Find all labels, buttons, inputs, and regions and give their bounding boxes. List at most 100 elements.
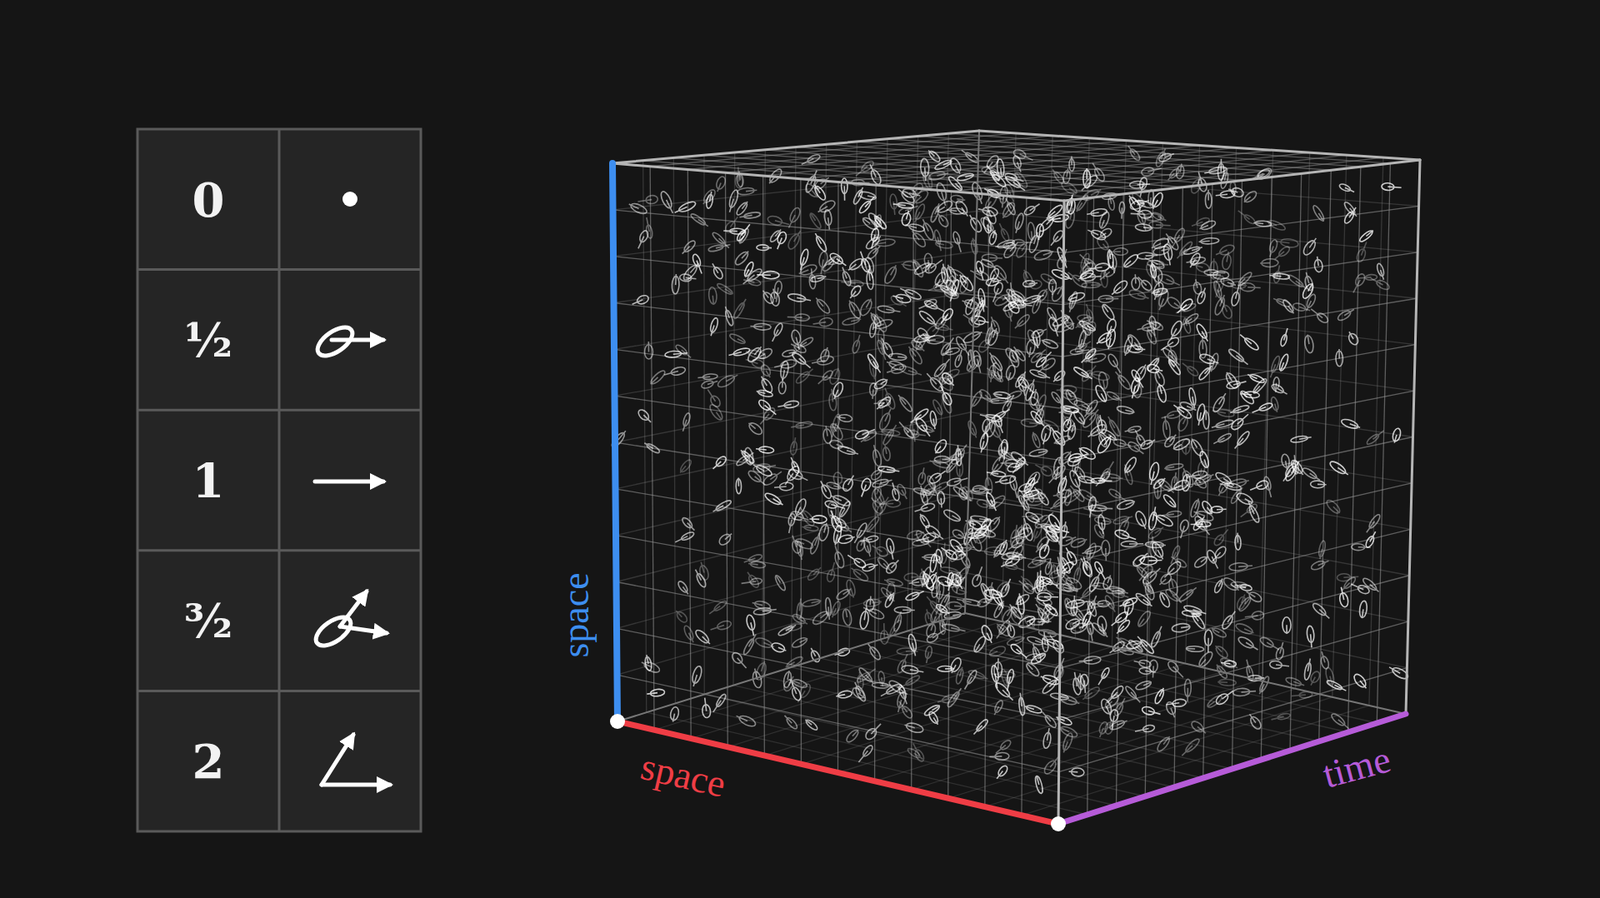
particle-arrow: [1071, 155, 1072, 165]
particle-arrow: [1039, 230, 1040, 240]
spin-particle: [1349, 580, 1370, 595]
particle-arrow: [700, 562, 705, 574]
particle-arrow: [1168, 252, 1171, 266]
particle-arrow: [1214, 258, 1215, 270]
spin-particle: [1030, 430, 1042, 449]
spin-particle: [989, 752, 1010, 761]
particle-arrow: [1299, 437, 1312, 440]
spin-particle: [790, 437, 799, 456]
spin-particle: [1183, 245, 1204, 256]
spin-particle: [883, 577, 904, 588]
particle-arrow: [1149, 560, 1163, 562]
spin-particle: [841, 608, 853, 627]
particle-arrow: [794, 437, 796, 449]
spin-particle: [690, 212, 710, 229]
particle-arrow: [909, 582, 920, 585]
particle-arrow: [1358, 547, 1371, 549]
spin-particle: [840, 473, 857, 493]
particle-arrow: [1155, 545, 1166, 546]
particle-arrow: [1084, 680, 1085, 694]
spin-particle: [1101, 540, 1111, 561]
particle-arrow: [956, 199, 965, 200]
spin-particle: [968, 267, 990, 283]
particle-arrow: [1185, 446, 1186, 455]
grid-line: [1369, 157, 1384, 706]
spin-particle: [966, 212, 985, 234]
spin-particle: [757, 398, 779, 418]
particle-arrow: [811, 268, 813, 282]
spin-particle: [777, 400, 800, 410]
particle-arrow: [1044, 596, 1059, 597]
spin-particle: [1157, 590, 1172, 610]
particle-arrow: [1129, 544, 1144, 545]
particle-arrow: [774, 486, 787, 488]
spin-particle: [1130, 274, 1140, 290]
particle-arrow: [1237, 533, 1238, 544]
particle-arrow: [1110, 478, 1124, 480]
particle-arrow: [1220, 159, 1221, 173]
particle-arrow: [873, 242, 886, 245]
grid-line: [875, 185, 877, 782]
spin-particle: [1096, 720, 1110, 739]
spin-particle: [717, 530, 735, 548]
spin-particle: [1195, 286, 1209, 305]
spin-particle: [728, 332, 746, 346]
spin-particle: [1313, 255, 1324, 273]
spin-particle: [1229, 404, 1250, 415]
particle-arrow: [1157, 490, 1158, 500]
particle-arrow: [972, 238, 975, 248]
particle-arrow: [801, 526, 811, 528]
spin-particle: [1105, 390, 1123, 404]
particle-arrow: [1145, 255, 1159, 256]
spin-particle: [1058, 308, 1076, 331]
spin-particle: [981, 254, 1003, 262]
spin-particle: [1161, 560, 1183, 581]
spin-particle: [1381, 182, 1402, 191]
particle-arrow: [979, 489, 992, 490]
spin-particle: [1163, 432, 1179, 449]
particle-arrow: [1353, 280, 1360, 294]
particle-ring: [1290, 435, 1308, 444]
particle-arrow: [864, 608, 866, 620]
particle-arrow: [1317, 484, 1327, 485]
particle-arrow: [921, 557, 932, 559]
particle-arrow: [905, 225, 917, 228]
particle-arrow: [1135, 274, 1136, 284]
spin-particle: [1111, 248, 1128, 256]
grid-line: [826, 144, 1272, 177]
spin-particle: [1238, 332, 1260, 352]
particle-arrow: [1112, 251, 1121, 252]
spin-particle: [773, 230, 788, 251]
spin-particle: [971, 718, 990, 737]
spin-particle: [1198, 237, 1220, 245]
particle-arrow: [872, 389, 874, 399]
spin-particle: [1301, 235, 1320, 257]
spin-particle: [758, 374, 775, 395]
spin-particle: [877, 407, 895, 432]
particle-arrow: [1255, 678, 1265, 679]
particle-arrow: [1362, 609, 1364, 618]
particle-arrow: [893, 204, 906, 206]
particle-arrow: [926, 609, 930, 620]
spin-particle: [895, 393, 914, 413]
spin-particle: [708, 286, 718, 305]
particle-arrow: [637, 200, 652, 202]
particle-arrow: [886, 362, 897, 366]
particle-arrow: [1241, 691, 1257, 693]
particle-arrow: [868, 565, 878, 568]
particle-ring: [1154, 150, 1167, 169]
particle-ring: [1364, 535, 1375, 549]
spin-0-icon: [342, 191, 358, 207]
spin-particle: [1280, 327, 1290, 347]
grid-line: [1319, 170, 1332, 742]
particle-arrow: [809, 519, 820, 520]
particle-arrow: [1174, 472, 1176, 484]
spin-particle: [1306, 625, 1315, 649]
spin-particle: [931, 399, 945, 417]
particle-arrow: [1310, 634, 1312, 648]
spin-particle: [1137, 251, 1159, 260]
spin-particle: [770, 641, 788, 655]
particle-ring: [1221, 254, 1233, 271]
spin-particle: [1260, 258, 1279, 267]
particle-arrow: [1252, 407, 1266, 414]
